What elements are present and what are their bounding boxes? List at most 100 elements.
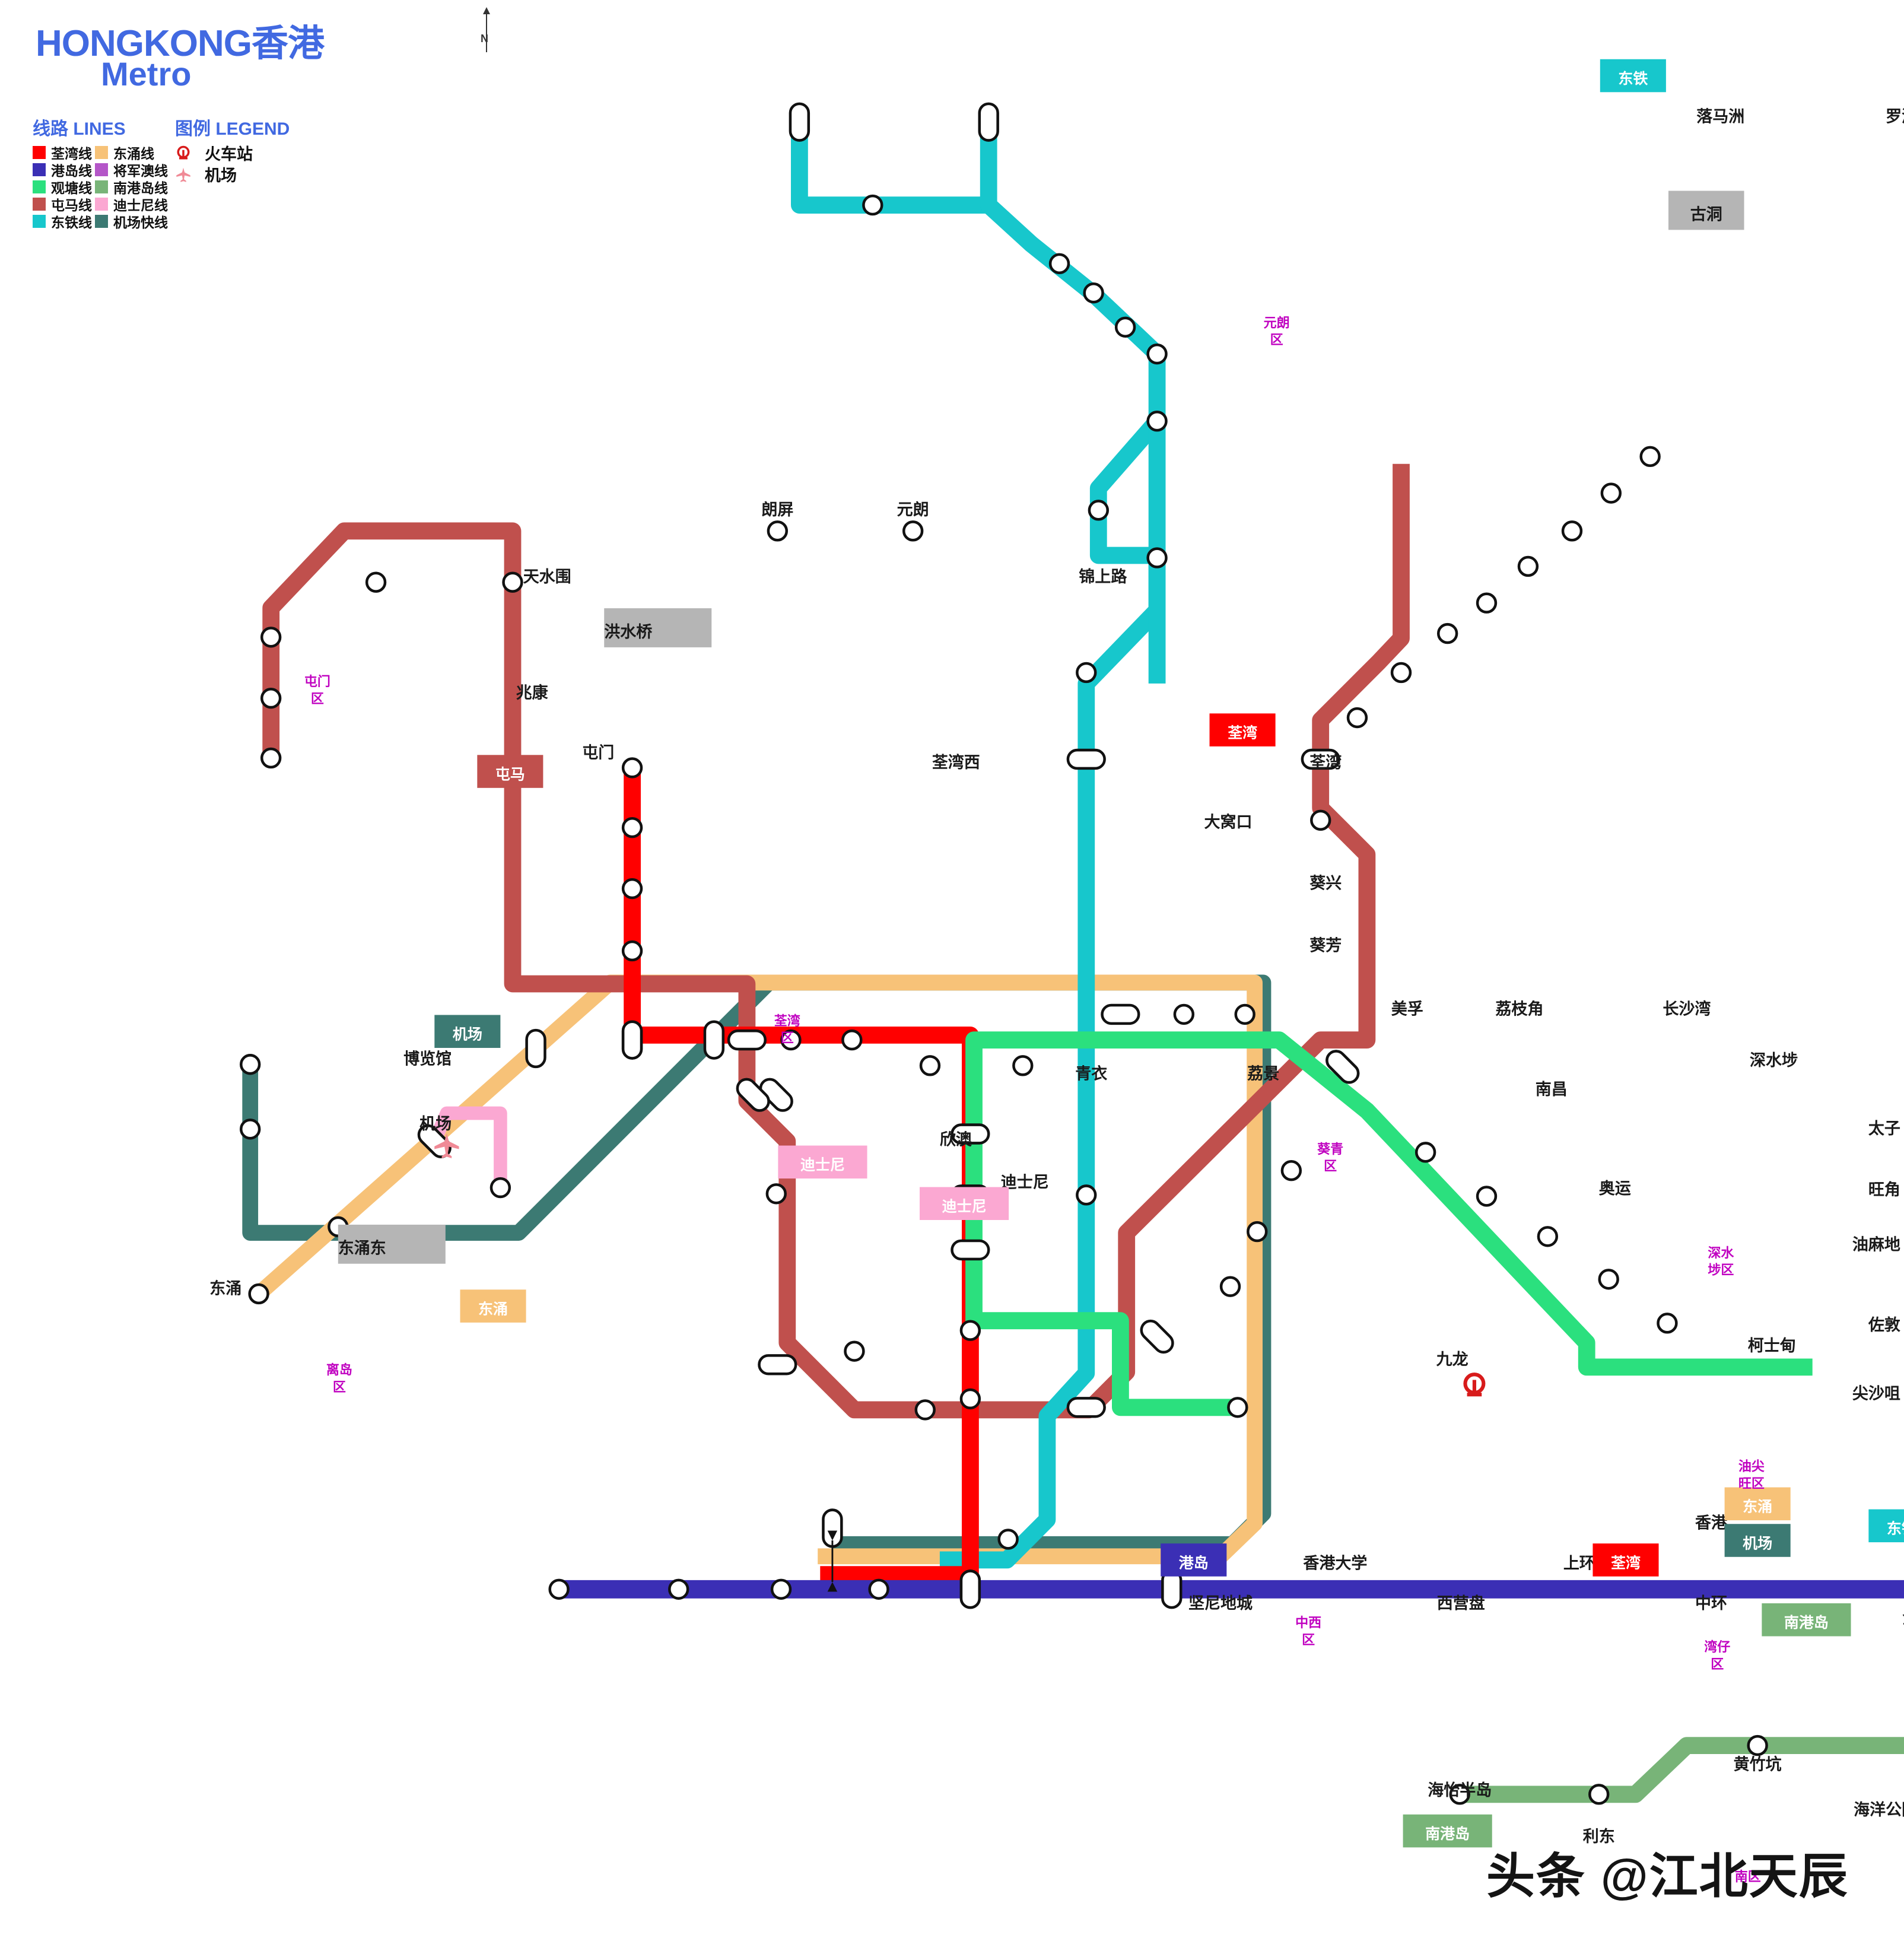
station-marker[interactable] xyxy=(1012,1055,1034,1076)
station-marker[interactable] xyxy=(1146,410,1168,432)
station-marker[interactable] xyxy=(1146,547,1168,568)
station-marker[interactable] xyxy=(733,1075,772,1114)
station-marker[interactable] xyxy=(703,1020,725,1060)
station-marker[interactable] xyxy=(1323,1047,1362,1086)
station-marker[interactable] xyxy=(621,940,643,962)
station-label: 东涌 xyxy=(209,1279,241,1297)
station-marker[interactable] xyxy=(240,1054,261,1075)
station-marker[interactable] xyxy=(1219,1276,1241,1297)
station-label: 旺角 xyxy=(1868,1180,1900,1199)
station-marker[interactable] xyxy=(1476,1186,1498,1207)
station-marker[interactable] xyxy=(1227,1397,1248,1418)
station-label: 海怡半岛 xyxy=(1428,1781,1492,1799)
station-marker[interactable] xyxy=(1588,1784,1610,1805)
station-marker[interactable] xyxy=(248,1283,269,1305)
station-marker[interactable] xyxy=(1173,1003,1195,1025)
station-marker[interactable] xyxy=(951,1239,990,1261)
legend-color-swatch xyxy=(33,163,46,176)
station-marker[interactable] xyxy=(1657,1313,1678,1334)
station-marker[interactable] xyxy=(621,816,643,838)
station-marker[interactable] xyxy=(525,1028,546,1069)
station-marker[interactable] xyxy=(978,102,999,142)
station-marker[interactable] xyxy=(959,1388,981,1410)
station-marker[interactable] xyxy=(1561,520,1583,542)
station-marker[interactable] xyxy=(1600,482,1622,504)
station-label: 落马洲 xyxy=(1696,108,1744,126)
line-terminus-tag-label: 东铁 xyxy=(1887,1520,1904,1537)
legend-lines-heading: 线路 LINES xyxy=(33,119,126,139)
station-marker[interactable] xyxy=(767,520,789,542)
station-marker[interactable] xyxy=(1280,1160,1302,1181)
station-marker[interactable] xyxy=(621,878,643,900)
station-marker[interactable] xyxy=(1517,555,1539,577)
station-marker[interactable] xyxy=(862,194,883,216)
line-terminus-tag-label: 迪士尼 xyxy=(800,1157,845,1174)
station-label: 佐敦 xyxy=(1868,1316,1900,1334)
station-marker[interactable] xyxy=(844,1340,865,1362)
station-marker[interactable] xyxy=(240,1119,261,1140)
station-marker[interactable] xyxy=(727,1029,767,1051)
station-marker[interactable] xyxy=(841,1029,863,1051)
station-marker[interactable] xyxy=(959,1320,981,1341)
station-marker[interactable] xyxy=(260,747,282,769)
station-marker[interactable] xyxy=(1066,748,1106,770)
station-label: 荃湾西 xyxy=(932,753,980,771)
station-label: 古洞 xyxy=(1690,205,1722,223)
station-marker[interactable] xyxy=(1537,1226,1559,1247)
station-marker[interactable] xyxy=(260,687,282,709)
station-marker[interactable] xyxy=(1598,1269,1619,1290)
station-marker[interactable] xyxy=(1088,500,1110,521)
station-marker[interactable] xyxy=(1639,446,1661,468)
station-marker[interactable] xyxy=(1247,1221,1268,1243)
station-marker[interactable] xyxy=(1234,1003,1255,1025)
station-marker[interactable] xyxy=(868,1578,889,1600)
district-label: 南区 xyxy=(1735,1869,1761,1884)
station-marker[interactable] xyxy=(919,1055,941,1076)
terminus-tags-layer: 东铁东铁屯马屯马荃湾机场迪士尼迪士尼东涌将军澳将军澳观塘观塘东涌机场东铁荃湾港岛… xyxy=(434,59,1904,1848)
station-marker[interactable] xyxy=(1114,316,1136,338)
station-marker[interactable] xyxy=(260,627,282,648)
station-marker[interactable] xyxy=(1449,1784,1470,1805)
station-marker[interactable] xyxy=(1048,253,1070,275)
station-label: 南昌 xyxy=(1536,1081,1568,1098)
station-marker[interactable] xyxy=(1415,1142,1436,1163)
station-marker[interactable] xyxy=(1137,1317,1176,1356)
station-marker[interactable] xyxy=(758,1354,797,1375)
station-marker[interactable] xyxy=(951,1123,990,1145)
station-marker[interactable] xyxy=(502,571,523,593)
station-marker[interactable] xyxy=(1436,622,1458,644)
station-label: 尖沙咀 xyxy=(1852,1384,1900,1402)
station-marker[interactable] xyxy=(789,102,810,142)
station-marker[interactable] xyxy=(765,1183,787,1205)
station-marker[interactable] xyxy=(1476,592,1498,614)
station-marker[interactable] xyxy=(770,1578,792,1600)
station-marker[interactable] xyxy=(997,1529,1019,1550)
station-marker[interactable] xyxy=(548,1578,570,1600)
station-marker[interactable] xyxy=(1310,809,1331,831)
station-marker[interactable] xyxy=(1076,1184,1097,1206)
line-terminus-tag xyxy=(1868,1509,1904,1543)
station-marker[interactable] xyxy=(1076,662,1097,684)
compass-north-label: N xyxy=(481,33,488,45)
station-marker[interactable] xyxy=(914,1399,936,1421)
station-marker[interactable] xyxy=(365,571,387,593)
station-marker[interactable] xyxy=(1083,282,1104,304)
station-marker[interactable] xyxy=(1346,707,1368,729)
station-marker[interactable] xyxy=(489,1177,511,1199)
station-marker[interactable] xyxy=(668,1578,689,1600)
station-marker[interactable] xyxy=(959,1570,981,1609)
station-marker[interactable] xyxy=(1066,1397,1106,1418)
station-marker[interactable] xyxy=(621,1020,643,1060)
station-marker[interactable] xyxy=(1390,662,1412,684)
station-marker[interactable] xyxy=(1747,1734,1768,1756)
station-marker[interactable] xyxy=(1301,748,1340,770)
district-label: 油尖旺区 xyxy=(1738,1459,1765,1491)
station-marker[interactable] xyxy=(1146,343,1168,365)
station-marker[interactable] xyxy=(1101,1003,1140,1025)
legend-line-南港岛线: 南港岛线 xyxy=(95,177,168,197)
station-marker[interactable] xyxy=(621,757,643,779)
station-marker[interactable] xyxy=(902,520,924,542)
station-marker[interactable] xyxy=(780,1029,802,1051)
labels-layer: 落马洲罗湖古洞上水粉岭太和大埔墟大学火炭马场沙田大围旺角东红磡会展乌溪沙马鞍山恒… xyxy=(209,108,1904,1845)
